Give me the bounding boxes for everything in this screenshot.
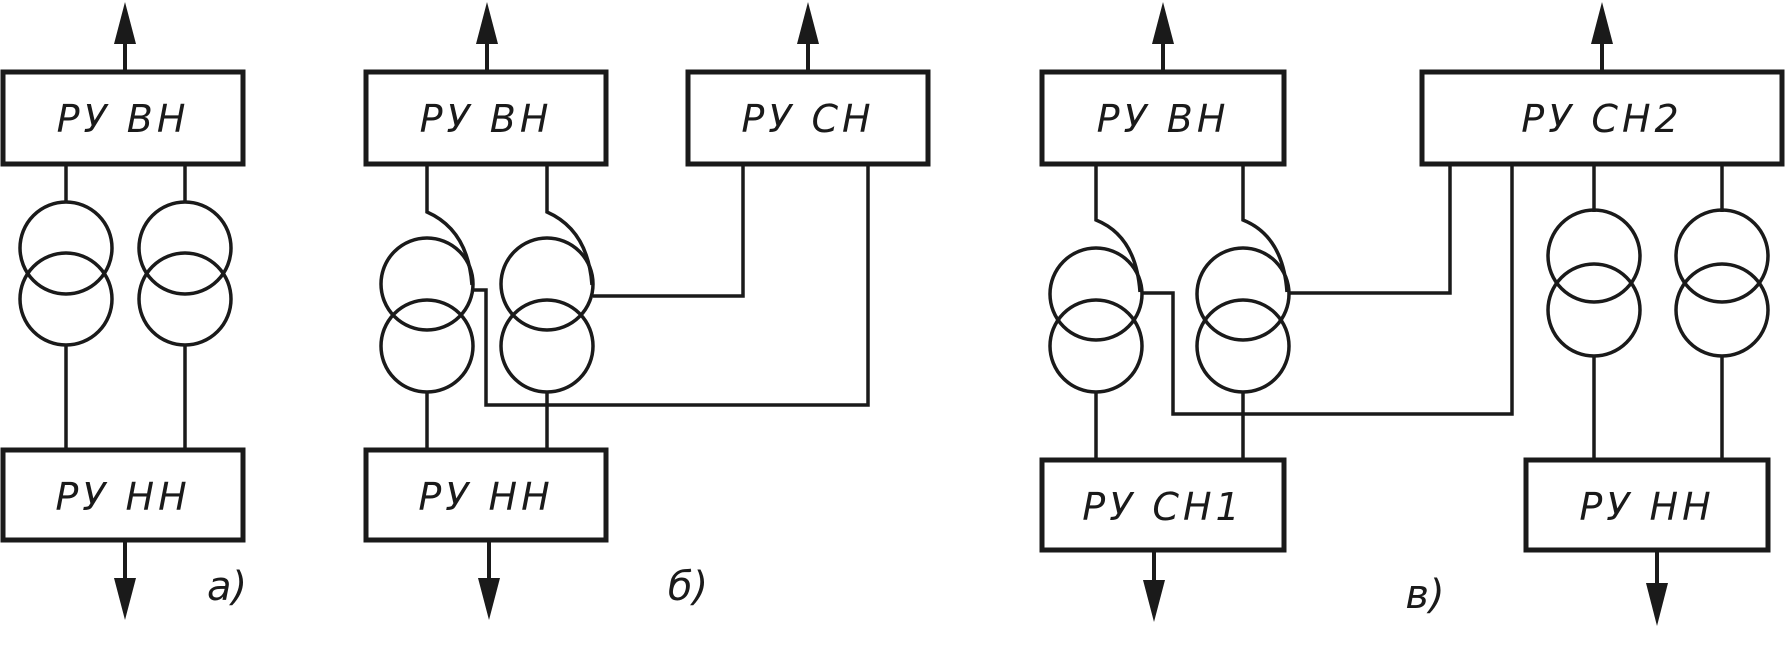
wire (545, 164, 594, 286)
arrow-down-icon (1143, 580, 1165, 622)
transformer-winding-icon (18, 251, 114, 347)
wire (593, 164, 745, 298)
transformer-winding-icon (1546, 262, 1642, 358)
box-ru-vn (1039, 69, 1287, 167)
wire (1290, 164, 1452, 295)
box-ru-vn-label: РУ ВН (1097, 97, 1230, 141)
transformer-winding-icon (1674, 262, 1770, 358)
transformer-winding-icon (1674, 208, 1770, 304)
box-ru-sn2 (1419, 69, 1785, 167)
box-ru-sn (685, 69, 931, 167)
wire (425, 164, 474, 286)
transformer-winding-icon (137, 251, 233, 347)
box-ru-nn (363, 447, 609, 543)
scheme-a: РУ ВН РУ НН а) (0, 2, 247, 620)
box-ru-nn-label: РУ НН (1579, 485, 1714, 529)
box-ru-sn1 (1039, 457, 1287, 553)
box-ru-vn-label: РУ ВН (57, 97, 190, 141)
transformer-winding-icon (1195, 246, 1291, 342)
transformer-winding-icon (1195, 298, 1291, 394)
transformer-winding-icon (18, 200, 114, 296)
transformer-winding-icon (379, 298, 475, 394)
transformer-winding-icon (137, 200, 233, 296)
scheme-b: РУ ВН РУ СН РУ НН б) (363, 2, 931, 620)
transformer-winding-icon (499, 298, 595, 394)
box-ru-nn (1523, 457, 1771, 553)
transformer-winding-icon (379, 236, 475, 332)
caption-b: б) (668, 564, 708, 610)
box-ru-vn (0, 69, 246, 167)
transformer-winding-icon (1048, 246, 1144, 342)
scheme-c: РУ ВН РУ СН2 РУ СН1 РУ НН (1039, 2, 1785, 626)
caption-a: а) (207, 564, 247, 610)
arrow-up-icon (1591, 2, 1613, 44)
box-ru-sn2-label: РУ СН2 (1521, 97, 1682, 141)
arrow-down-icon (114, 578, 136, 620)
arrow-up-icon (1152, 2, 1174, 44)
wire (1094, 164, 1142, 293)
caption-c: в) (1405, 572, 1444, 618)
wire (473, 164, 870, 407)
wire (1142, 164, 1514, 416)
box-ru-nn-label: РУ НН (418, 475, 553, 519)
box-ru-sn1-label: РУ СН1 (1082, 485, 1243, 529)
arrow-down-icon (478, 578, 500, 620)
arrow-up-icon (114, 2, 136, 44)
box-ru-vn-label: РУ ВН (420, 97, 553, 141)
transformer-winding-icon (1546, 208, 1642, 304)
arrow-up-icon (797, 2, 819, 44)
wire (1241, 164, 1289, 293)
transformer-winding-icon (499, 236, 595, 332)
transformer-winding-icon (1048, 298, 1144, 394)
arrow-up-icon (476, 2, 498, 44)
arrow-down-icon (1646, 583, 1668, 626)
box-ru-nn-label: РУ НН (55, 475, 190, 519)
box-ru-vn (363, 69, 609, 167)
box-ru-sn-label: РУ СН (741, 97, 874, 141)
